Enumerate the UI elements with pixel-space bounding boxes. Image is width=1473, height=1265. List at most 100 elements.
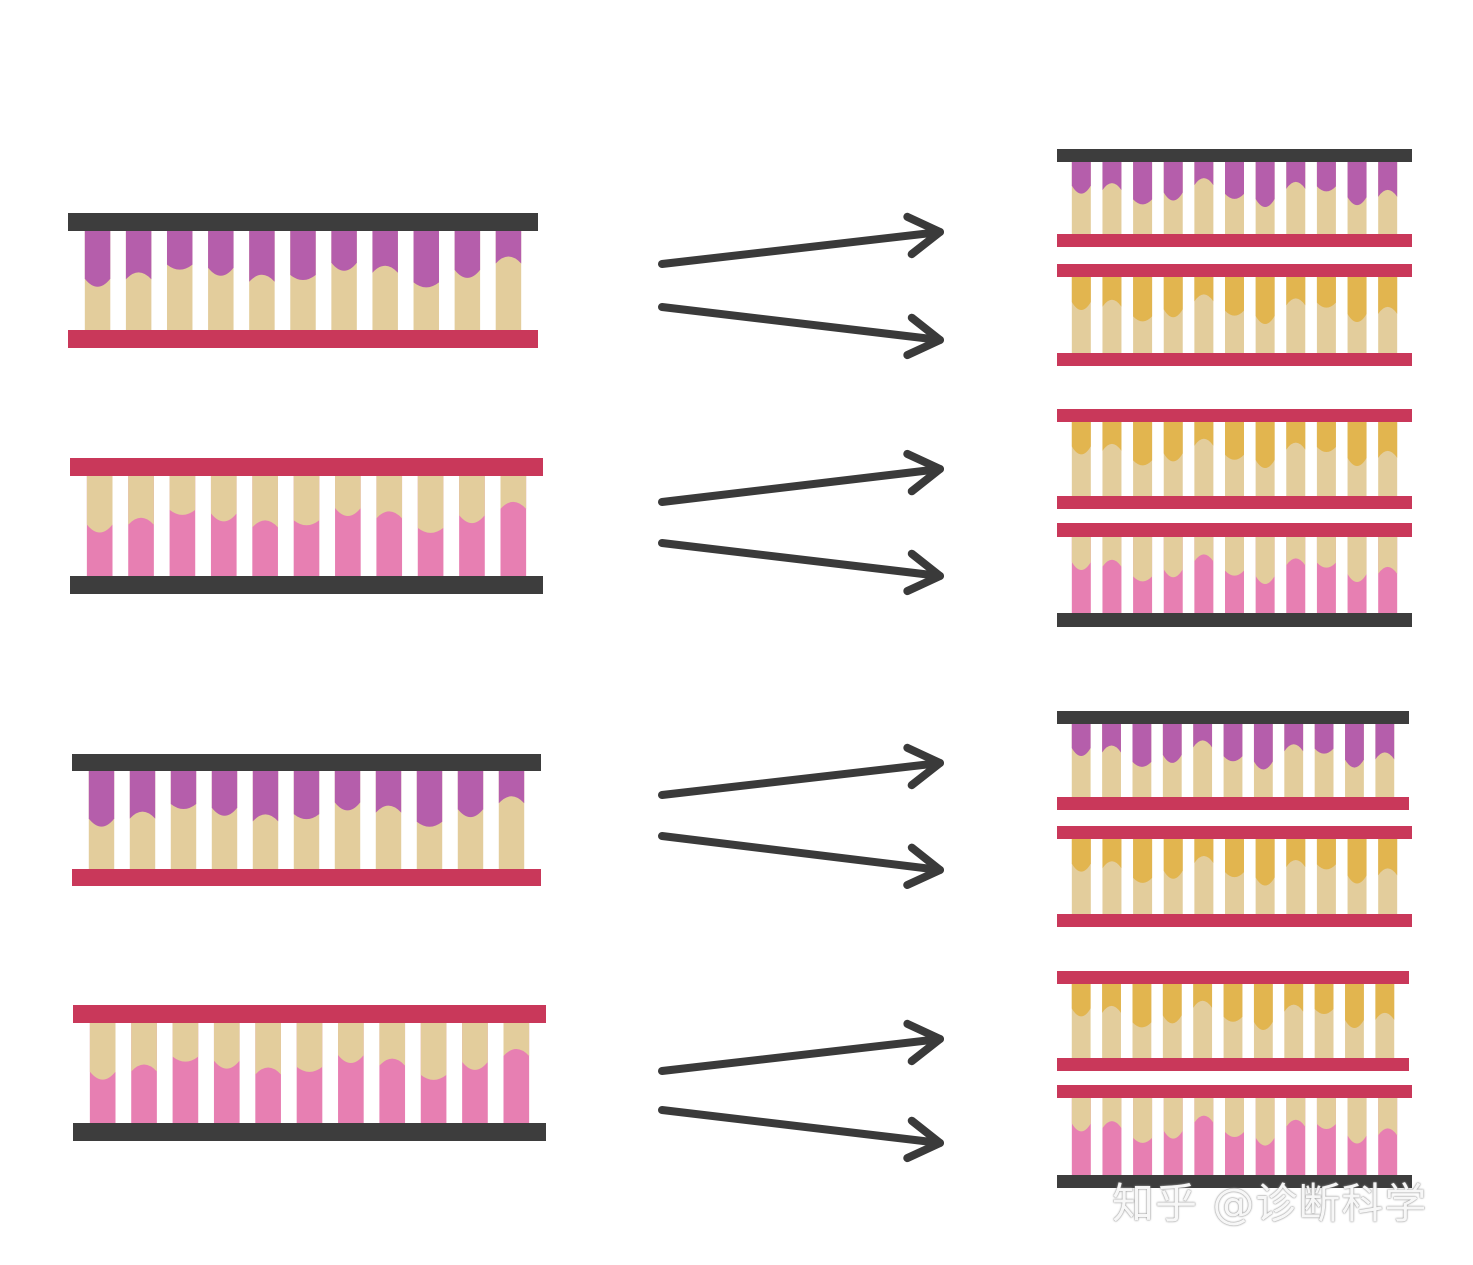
top-base: [1255, 422, 1275, 469]
top-base: [252, 771, 279, 822]
arrow-shaft: [658, 1106, 944, 1147]
base-pair: [1163, 277, 1183, 353]
base-pair: [1255, 1098, 1275, 1175]
top-base: [1253, 984, 1273, 1031]
arrow-lower: [658, 832, 944, 889]
top-base: [413, 231, 440, 288]
base-pair: [417, 476, 444, 576]
base-pair: [1255, 537, 1275, 613]
top-base: [1102, 277, 1122, 307]
top-base: [1253, 724, 1273, 770]
base-pair: [420, 1023, 447, 1123]
base-pair: [372, 231, 398, 330]
top-base: [1162, 724, 1182, 763]
top-strand: [1057, 826, 1412, 839]
top-base: [372, 231, 398, 273]
base-pair: [338, 1023, 364, 1123]
base-pair: [255, 1023, 281, 1123]
top-base: [1102, 537, 1122, 567]
base-pair: [1255, 839, 1275, 914]
top-base: [1163, 162, 1183, 201]
base-pair: [296, 1023, 323, 1123]
top-base: [1345, 984, 1364, 1029]
base-pair: [86, 476, 113, 576]
bottom-strand: [1057, 234, 1412, 247]
base-pair: [1284, 724, 1304, 797]
top-strand: [73, 1005, 546, 1023]
base-pair: [1194, 162, 1214, 234]
product-duplex: [1057, 264, 1412, 366]
top-base: [89, 1023, 116, 1080]
top-strand: [1057, 711, 1409, 724]
base-pair: [1133, 277, 1153, 353]
base-pair: [1286, 162, 1306, 234]
base-pair: [1133, 1098, 1153, 1175]
top-base: [1163, 537, 1183, 578]
base-pair: [1378, 839, 1398, 914]
base-pair: [1102, 422, 1122, 496]
base-pair: [1133, 422, 1153, 496]
top-base: [1194, 162, 1214, 186]
base-pair: [1163, 839, 1183, 914]
parent-duplex: [70, 458, 543, 594]
base-pair: [1194, 1098, 1214, 1175]
top-base: [420, 1023, 447, 1080]
base-pair: [1345, 984, 1364, 1058]
arrow-shaft: [658, 539, 944, 580]
arrow-head: [903, 743, 944, 790]
top-base: [1194, 537, 1214, 562]
top-base: [293, 771, 320, 820]
product-duplex: [1057, 711, 1409, 810]
top-strand: [70, 458, 543, 476]
top-base: [208, 231, 234, 276]
top-base: [1286, 422, 1306, 450]
top-base: [1133, 422, 1153, 466]
top-base: [252, 476, 278, 528]
top-base: [1255, 839, 1275, 886]
top-base: [1102, 422, 1122, 451]
top-base: [1225, 537, 1244, 576]
top-base: [1223, 724, 1243, 762]
top-base: [1225, 277, 1244, 316]
base-pair: [1194, 277, 1214, 353]
base-pair: [249, 231, 275, 330]
top-base: [1316, 537, 1336, 568]
product-duplex: [1057, 971, 1409, 1071]
arrow-upper: [658, 449, 944, 506]
top-base: [1163, 839, 1183, 879]
base-pair: [454, 231, 481, 330]
product-duplex: [1057, 826, 1412, 927]
top-base: [1347, 839, 1367, 884]
base-pair: [334, 771, 361, 869]
base-pair: [169, 476, 196, 576]
top-strand: [1057, 264, 1412, 277]
top-base: [125, 231, 152, 280]
top-strand: [68, 213, 538, 231]
top-base: [1284, 724, 1304, 752]
top-base: [416, 771, 443, 827]
top-base: [1345, 724, 1364, 768]
top-base: [1378, 839, 1398, 876]
top-base: [1255, 277, 1275, 325]
top-base: [1378, 162, 1398, 197]
bottom-strand: [70, 576, 543, 594]
top-base: [1132, 724, 1152, 767]
top-base: [1316, 162, 1336, 192]
base-pair: [1071, 162, 1091, 234]
base-pair: [125, 231, 152, 330]
base-pair: [1316, 277, 1336, 353]
arrow-lower: [658, 303, 944, 360]
base-pair: [1253, 984, 1273, 1058]
base-pair: [1102, 162, 1122, 234]
base-pair: [1347, 277, 1367, 353]
base-pair: [413, 231, 440, 330]
base-pair: [1378, 162, 1398, 234]
top-base: [1286, 277, 1306, 306]
arrow-shaft: [658, 228, 944, 268]
base-pair: [1316, 537, 1336, 613]
top-base: [1194, 277, 1214, 302]
base-pair: [1071, 422, 1091, 496]
top-base: [255, 1023, 281, 1075]
top-base: [1314, 724, 1334, 754]
base-pair: [1162, 984, 1182, 1058]
